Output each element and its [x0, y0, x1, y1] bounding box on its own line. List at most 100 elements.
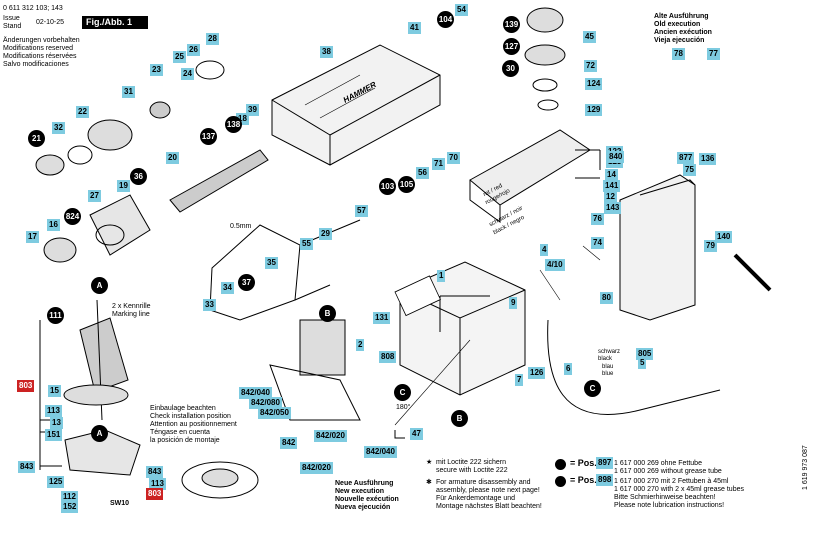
part-label-877: 877 [677, 152, 695, 164]
part-label-842-080: 842/080 [249, 397, 282, 409]
part-label-17: 17 [26, 231, 39, 243]
part-label-137: 137 [200, 128, 217, 145]
part-label-842-050: 842/050 [258, 407, 291, 419]
part-label-803: 803 [146, 488, 164, 500]
part-label-140: 140 [715, 231, 733, 243]
part-label-47: 47 [410, 428, 423, 440]
gap-dimension: 0.5mm [230, 223, 252, 230]
part-label-55: 55 [300, 238, 313, 250]
part-label-842: 842 [280, 437, 298, 449]
part-label-5: 5 [638, 357, 647, 369]
part-label-27: 27 [88, 190, 101, 202]
disassembly-2: assembly, please note next page! [436, 487, 540, 494]
part-label-71: 71 [432, 158, 445, 170]
part-label-16: 16 [47, 219, 60, 231]
pos897-num: 897 [596, 457, 614, 469]
new-exec-de: Neue Ausführung [335, 480, 394, 487]
changes-en: Modifications reserved [3, 45, 74, 52]
part-label-842-040: 842/040 [239, 387, 272, 399]
part-label-78: 78 [672, 48, 685, 60]
new-exec-fr: Nouvelle exécution [335, 496, 399, 503]
part-label-75: 75 [683, 164, 696, 176]
side-code: 1 619 973 087 [802, 445, 809, 490]
part-label-20: 20 [166, 152, 179, 164]
part-label-15: 15 [48, 385, 61, 397]
part-label-9: 9 [509, 297, 518, 309]
part-label-126: 126 [528, 367, 546, 379]
part-label-19: 19 [117, 180, 130, 192]
pos897-label: = Pos. [570, 458, 597, 468]
part-label-104: 104 [437, 11, 454, 28]
install-note-es1: Téngase en cuenta [150, 429, 210, 436]
part-label-26: 26 [187, 44, 200, 56]
part-label-113: 113 [149, 478, 166, 490]
pos898-num: 898 [596, 474, 614, 486]
part-label-21: 21 [28, 130, 45, 147]
old-exec-en: Old execution [654, 21, 701, 28]
part-label-54: 54 [455, 4, 468, 16]
wrench-size: SW10 [110, 500, 130, 507]
part-label-A: A [91, 277, 108, 294]
part-label-25: 25 [173, 51, 186, 63]
part-label-2: 2 [356, 339, 365, 351]
part-label-139: 139 [503, 16, 520, 33]
part-label-1: 1 [437, 270, 446, 282]
part-label-37: 37 [238, 274, 255, 291]
pos898-label: = Pos. [570, 475, 597, 485]
bullet-898 [555, 476, 566, 487]
part-label-32: 32 [52, 122, 65, 134]
figure-label: Fig./Abb. 1 [82, 16, 148, 29]
pos898-line3: Bitte Schmierhinweise beachten! [614, 494, 716, 501]
marking-line-de: 2 x Kennrille [112, 303, 151, 310]
pos898-line2: 1 617 000 270 with 2 x 45ml grease tubes [614, 486, 744, 493]
part-label-151: 151 [45, 429, 63, 441]
part-label-842-040: 842/040 [364, 446, 397, 458]
part-label-803: 803 [17, 380, 35, 392]
old-exec-es: Vieja ejecución [654, 37, 705, 44]
part-label-24: 24 [181, 68, 194, 80]
part-label-70: 70 [447, 152, 460, 164]
part-label-143: 143 [604, 202, 622, 214]
part-label-129: 129 [585, 104, 603, 116]
part-label-14: 14 [605, 169, 618, 181]
part-label-56: 56 [416, 167, 429, 179]
changes-es: Salvo modificaciones [3, 61, 69, 68]
issue-label: Issue [3, 15, 20, 22]
part-label-843: 843 [146, 466, 164, 478]
wire-side-schwarz: schwarz [598, 349, 621, 355]
doc-number: 0 611 312 103; 143 [3, 5, 63, 12]
changes-de: Änderungen vorbehalten [3, 37, 80, 44]
pos898-line1: 1 617 000 270 mit 2 Fettuben à 45ml [614, 478, 729, 485]
part-label-79: 79 [704, 240, 717, 252]
part-label-4-10: 4/10 [545, 259, 565, 271]
install-note-de: Einbaulage beachten [150, 405, 216, 412]
part-label-35: 35 [265, 257, 278, 269]
part-label-840: 840 [607, 151, 625, 163]
stand-label: Stand [3, 23, 22, 30]
install-note-es2: la posición de montaje [150, 437, 220, 444]
part-label-138: 138 [225, 116, 242, 133]
part-label-808: 808 [379, 351, 397, 363]
part-label-131: 131 [373, 312, 391, 324]
part-label-C: C [394, 384, 411, 401]
install-note-fr: Attention au positionnement [150, 421, 237, 428]
part-label-36: 36 [130, 168, 147, 185]
new-exec-es: Nueva ejecución [335, 504, 391, 511]
part-label-31: 31 [122, 86, 135, 98]
part-label-13: 13 [50, 417, 63, 429]
part-label-136: 136 [699, 153, 717, 165]
loctite-de: mit Loctite 222 sichern [436, 459, 507, 466]
part-label-112: 112 [61, 491, 78, 503]
part-label-113: 113 [45, 405, 62, 417]
loctite-star: ★ [426, 459, 433, 466]
loctite-en: secure with Loctite 222 [436, 467, 508, 474]
part-label-103: 103 [379, 178, 396, 195]
part-label-B: B [319, 305, 336, 322]
part-label-80: 80 [600, 292, 613, 304]
part-label-4: 4 [540, 244, 549, 256]
asterisk: ✱ [426, 479, 432, 486]
issue-date: 02-10-25 [36, 19, 65, 26]
part-label-45: 45 [583, 31, 596, 43]
part-label-29: 29 [319, 228, 332, 240]
part-label-824: 824 [64, 208, 81, 225]
